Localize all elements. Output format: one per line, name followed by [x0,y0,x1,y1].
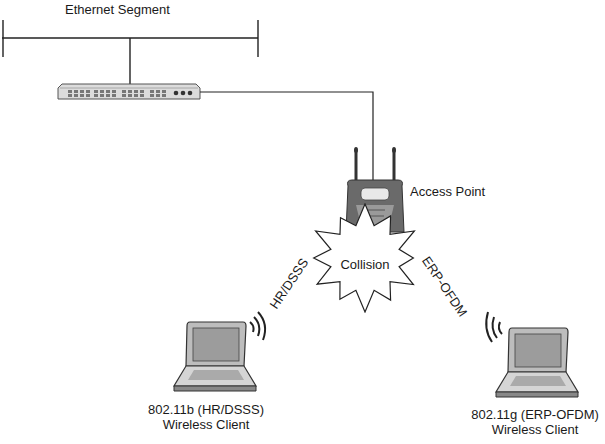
signal-label: HR/DSSS [267,255,312,311]
signal-label: ERP-OFDM [419,253,470,319]
collision-star: Collision [307,203,423,313]
ethernet-switch [58,84,200,99]
laptop-client [486,312,578,397]
segment-label: Ethernet Segment [65,2,170,17]
client-label: 802.11g (ERP-OFDM) Wireless Client [467,407,603,437]
star-shape [314,204,415,312]
node-text: Collision [340,257,389,272]
laptop-client [174,312,265,391]
access-point [346,147,404,232]
ethernet-segment [2,20,258,84]
client-label: 802.11b (HR/DSSS) Wireless Client [136,402,276,432]
uplink-cable [200,92,373,182]
device-label: Access Point [410,184,485,199]
